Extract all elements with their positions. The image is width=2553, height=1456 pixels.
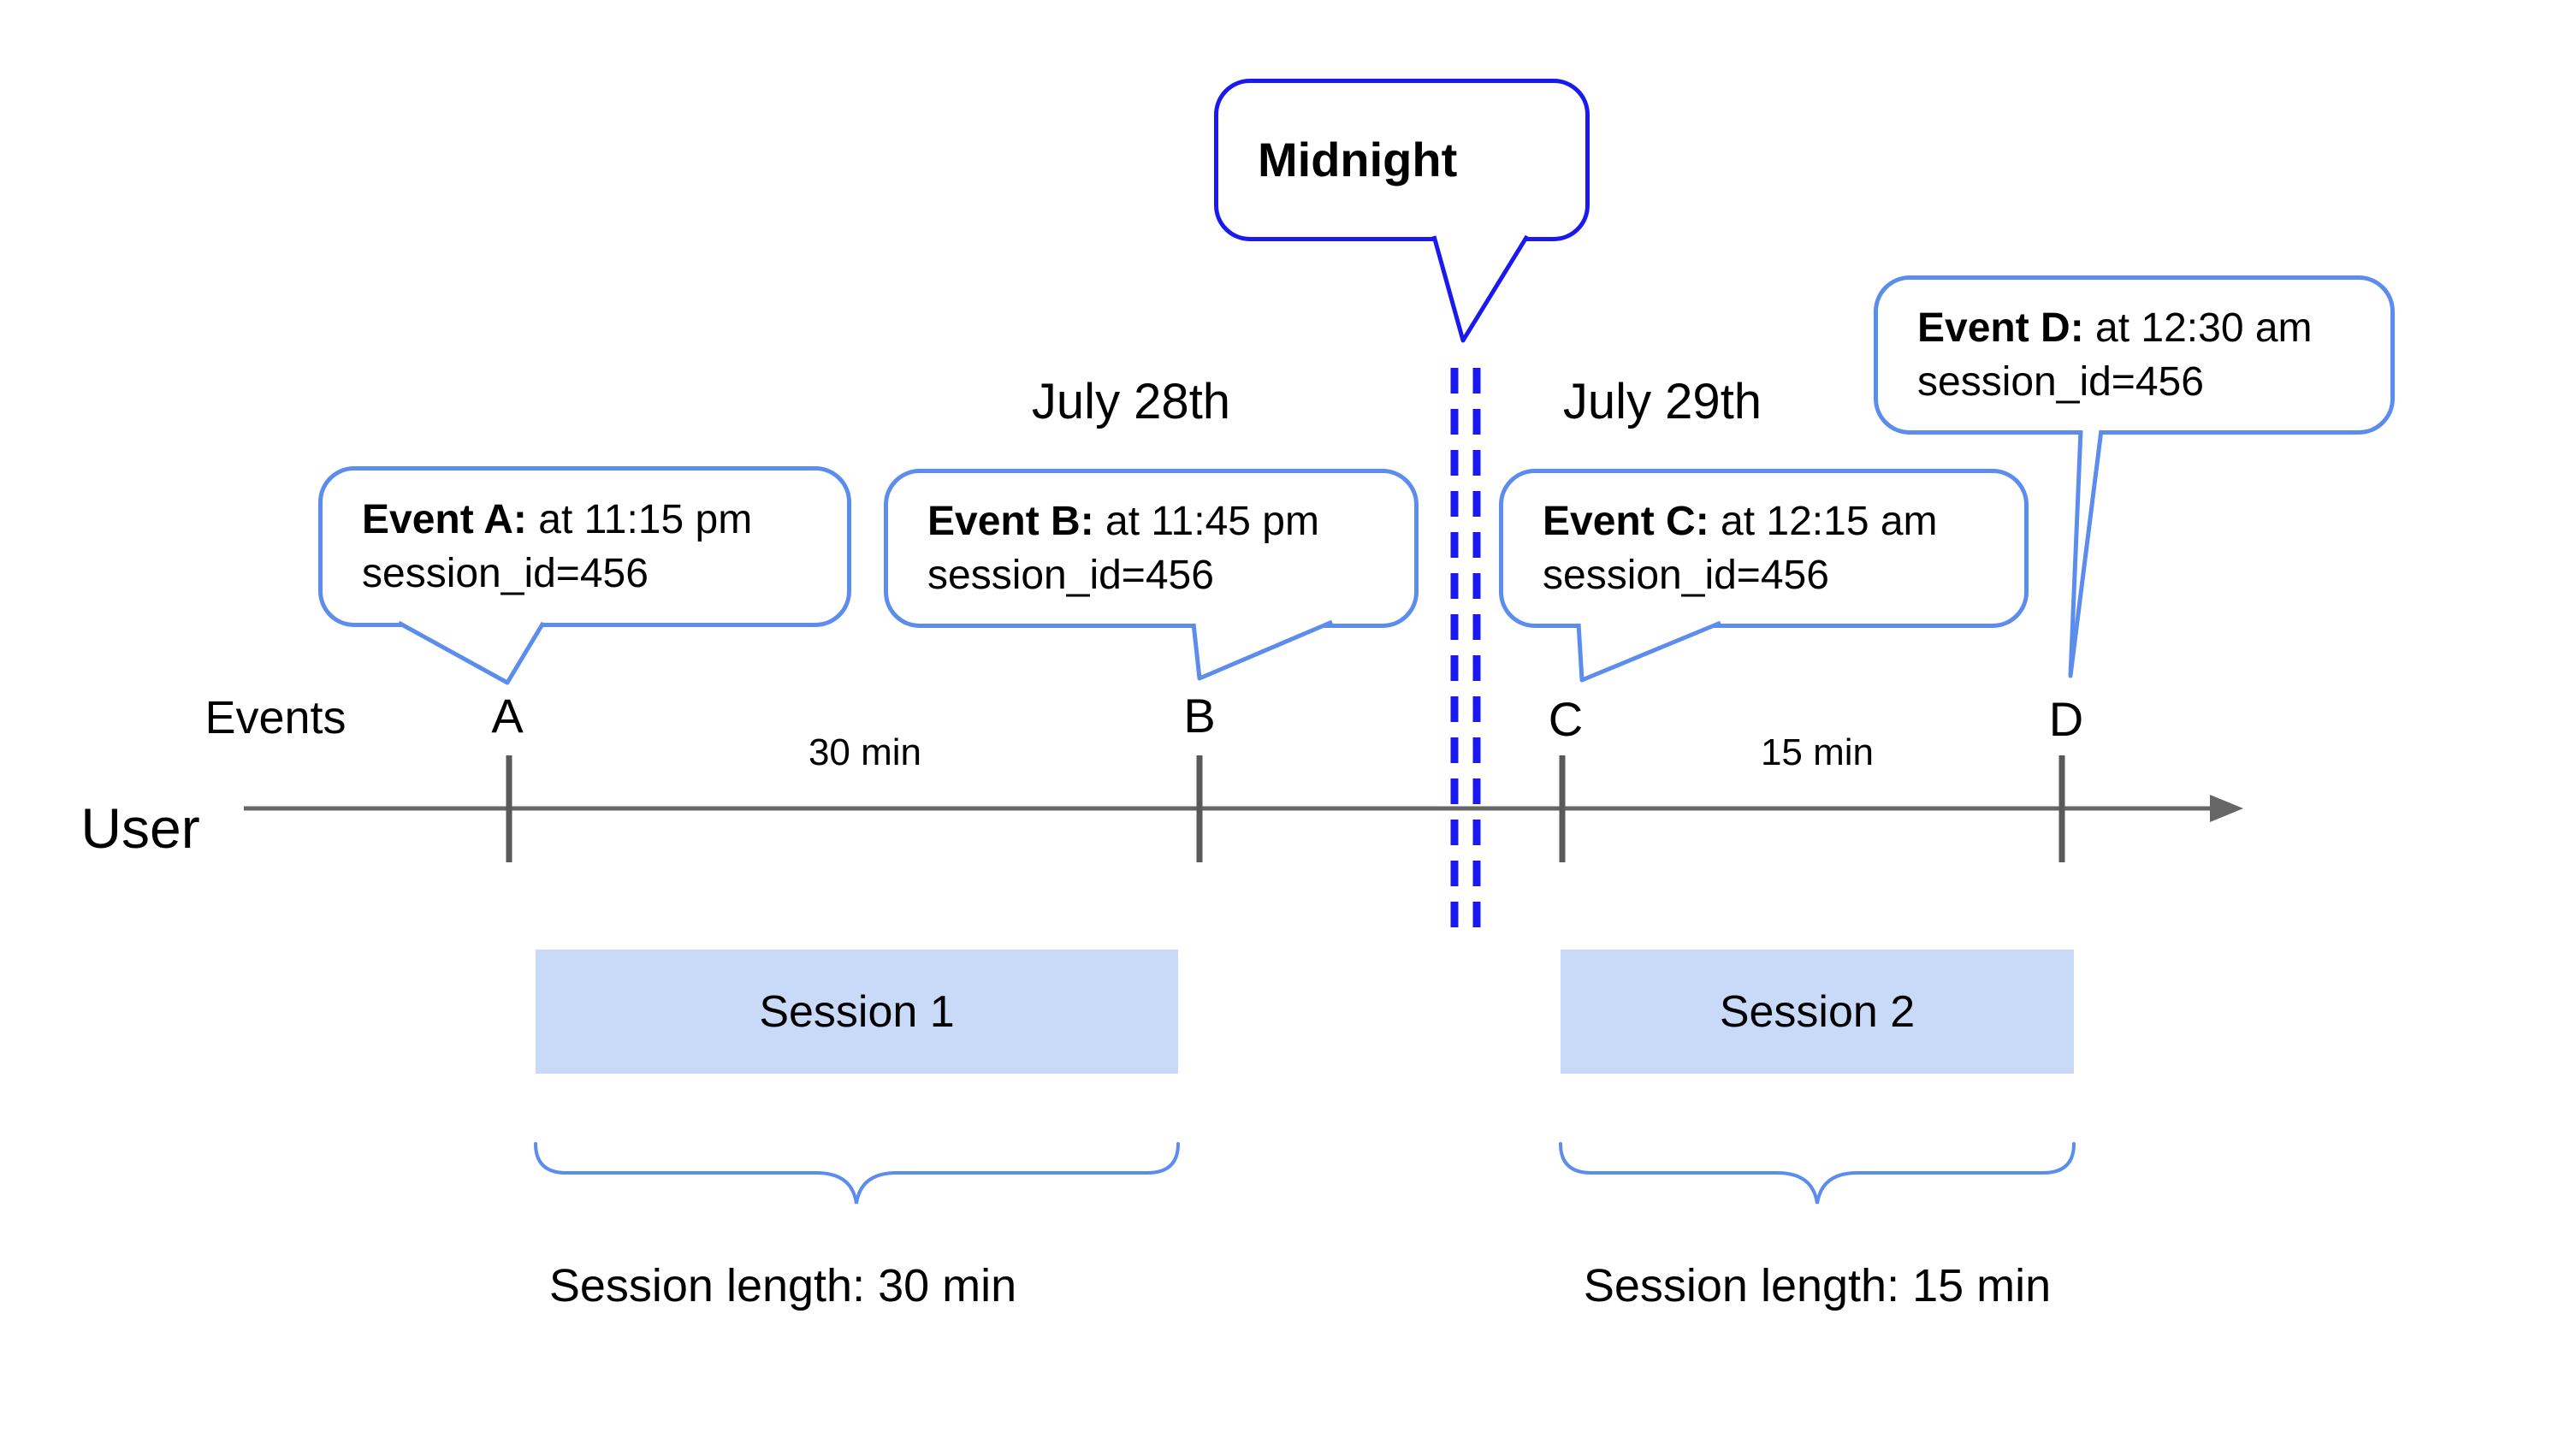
user-axis-label: User xyxy=(80,796,200,860)
session-1-length-caption: Session length: 30 min xyxy=(548,1260,1017,1311)
event-a-session: session_id=456 xyxy=(362,551,649,596)
date-label-july-28: July 28th xyxy=(1031,374,1231,429)
session-1-brace xyxy=(534,1142,1180,1204)
event-c-callout-tail xyxy=(1576,620,1721,683)
tick-label-b: B xyxy=(1183,689,1216,743)
gap-label-30min: 30 min xyxy=(808,731,922,773)
tick-label-c: C xyxy=(1548,692,1584,746)
date-label-july-29: July 29th xyxy=(1562,374,1762,429)
event-d-name: Event D: xyxy=(1917,305,2084,351)
session-2-box: Session 2 xyxy=(1561,950,2074,1074)
session-2-brace xyxy=(1559,1142,2076,1204)
event-a-callout: Event A: at 11:15 pm session_id=456 xyxy=(318,466,851,627)
event-c-name: Event C: xyxy=(1543,499,1709,544)
session-2-length-caption: Session length: 15 min xyxy=(1583,1260,2052,1311)
event-d-callout: Event D: at 12:30 am session_id=456 xyxy=(1874,275,2395,435)
event-a-time: at 11:15 pm xyxy=(526,497,753,542)
event-d-session: session_id=456 xyxy=(1917,359,2204,405)
event-a-name: Event A: xyxy=(362,497,527,542)
event-d-time: at 12:30 am xyxy=(2083,305,2313,351)
event-b-session: session_id=456 xyxy=(927,553,1214,598)
midnight-callout-tail xyxy=(1431,234,1530,343)
event-b-name: Event B: xyxy=(927,499,1094,544)
session-1-box: Session 1 xyxy=(536,950,1178,1074)
event-c-line1: Event C: at 12:15 am xyxy=(1543,494,2024,548)
tick-label-d: D xyxy=(2048,692,2084,746)
event-b-time: at 11:45 pm xyxy=(1093,499,1319,544)
event-c-time: at 12:15 am xyxy=(1709,499,1938,544)
events-axis-label: Events xyxy=(204,692,347,743)
event-c-session: session_id=456 xyxy=(1543,553,1829,598)
event-b-callout: Event B: at 11:45 pm session_id=456 xyxy=(884,469,1419,628)
gap-label-15min: 15 min xyxy=(1760,731,1875,773)
event-a-callout-tail xyxy=(397,620,546,685)
midnight-label: Midnight xyxy=(1258,133,1458,186)
timeline-arrowhead-icon xyxy=(2210,795,2243,822)
session-2-label: Session 2 xyxy=(1719,986,1916,1037)
session-1-label: Session 1 xyxy=(759,986,955,1037)
midnight-callout: Midnight xyxy=(1214,79,1590,241)
event-d-callout-tail xyxy=(2068,429,2104,678)
event-b-line1: Event B: at 11:45 pm xyxy=(927,494,1414,548)
tick-label-a: A xyxy=(491,689,524,743)
event-c-callout: Event C: at 12:15 am session_id=456 xyxy=(1499,469,2029,628)
event-d-line1: Event D: at 12:30 am xyxy=(1917,301,2390,355)
event-b-callout-tail xyxy=(1191,619,1333,681)
event-a-line1: Event A: at 11:15 pm xyxy=(362,493,847,547)
